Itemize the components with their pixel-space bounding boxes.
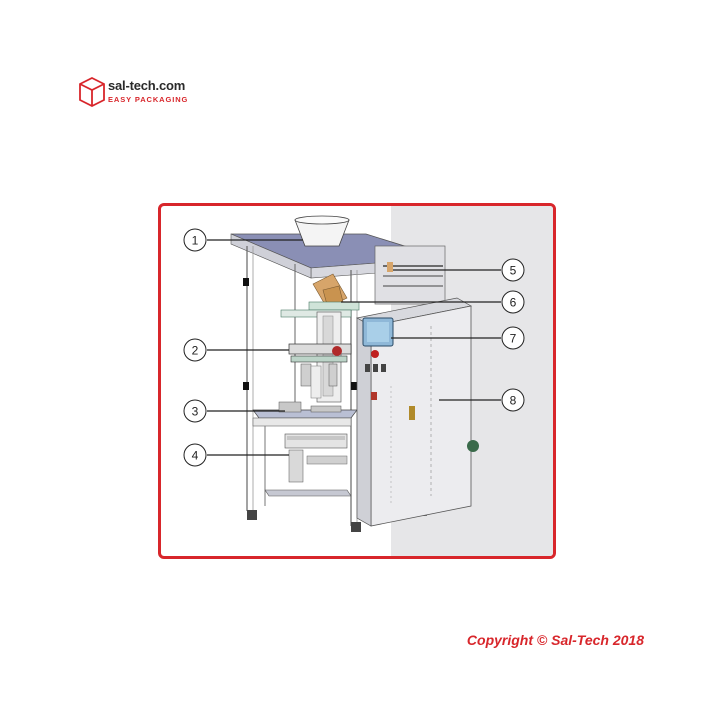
diagram-frame: 1 2 3 4 5 6 7 8 — [158, 203, 556, 559]
callout-8: 8 — [501, 388, 525, 412]
callout-5-label: 5 — [510, 264, 517, 278]
copyright-notice: Copyright © Sal-Tech 2018 — [466, 632, 644, 648]
logo-name: sal-tech.com — [108, 78, 186, 93]
callout-6: 6 — [501, 290, 525, 314]
callout-1: 1 — [183, 228, 207, 252]
callout-3: 3 — [183, 399, 207, 423]
callout-3-label: 3 — [192, 405, 199, 419]
callout-4-label: 4 — [192, 449, 199, 463]
callout-6-label: 6 — [510, 296, 517, 310]
callout-7-label: 7 — [510, 332, 517, 346]
callout-8-label: 8 — [510, 394, 517, 408]
cube-logo-icon — [79, 76, 105, 108]
packaging-machine-diagram: 1 2 3 4 5 6 7 8 — [183, 206, 553, 556]
callout-2-label: 2 — [192, 344, 199, 358]
logo-tagline: EASY PACKAGING — [108, 95, 189, 104]
callout-4: 4 — [183, 443, 207, 467]
callout-2: 2 — [183, 338, 207, 362]
callout-7: 7 — [501, 326, 525, 350]
brand-logo: sal-tech.com EASY PACKAGING — [78, 76, 218, 112]
callout-1-label: 1 — [192, 234, 199, 248]
callout-5: 5 — [501, 258, 525, 282]
